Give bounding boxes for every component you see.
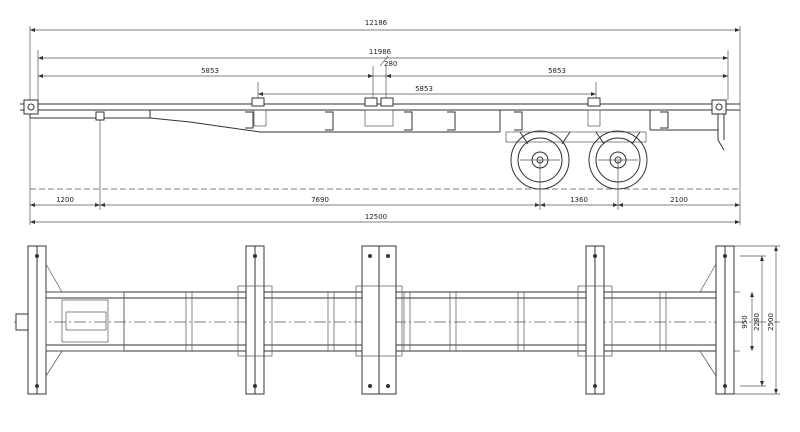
dimension-rear-overhang-label: 2100: [670, 196, 688, 204]
dimension-widths: 950 2280 2500: [734, 245, 780, 395]
dimension-overall-width-label: 2500: [767, 313, 775, 331]
dimension-center-span-label: 5853: [415, 85, 433, 93]
dimension-axle-spread-label: 1360: [570, 196, 588, 204]
dimension-left-span-label: 5853: [201, 67, 219, 75]
dimension-frame-width-label: 2280: [753, 313, 761, 331]
dimension-overall-top-label: 12186: [365, 19, 388, 27]
dimension-bottom-segments: 1200 7690 1360 2100: [30, 196, 740, 207]
side-view: 12186 11986 5853 5853 280 5853: [20, 19, 741, 225]
dimension-overall-length-label: 12500: [365, 213, 387, 221]
trailer-frame: [20, 97, 740, 151]
dimension-inner-width-label: 950: [741, 315, 749, 328]
dimension-overall-top: 12186: [30, 19, 740, 32]
dimension-front-overhang-label: 1200: [56, 196, 74, 204]
dimension-platform-label: 11986: [369, 48, 392, 56]
dimension-platform: 11986: [38, 48, 728, 60]
outrigger-2: [355, 245, 403, 395]
dimension-gap-label: 280: [384, 60, 397, 68]
dimension-kingpin-to-axle-label: 7690: [311, 196, 329, 204]
dimension-center-span: 5853: [258, 85, 596, 96]
dimension-right-span-label: 5853: [548, 67, 566, 75]
twistlocks: [35, 254, 727, 388]
dimension-overall-length: 12500: [30, 213, 740, 224]
outrigger-3: [577, 245, 613, 395]
outrigger-1: [237, 245, 273, 395]
plan-view: 950 2280 2500: [14, 245, 780, 395]
dimension-spans: 5853 5853 280: [38, 55, 728, 78]
suspension: [505, 131, 647, 145]
